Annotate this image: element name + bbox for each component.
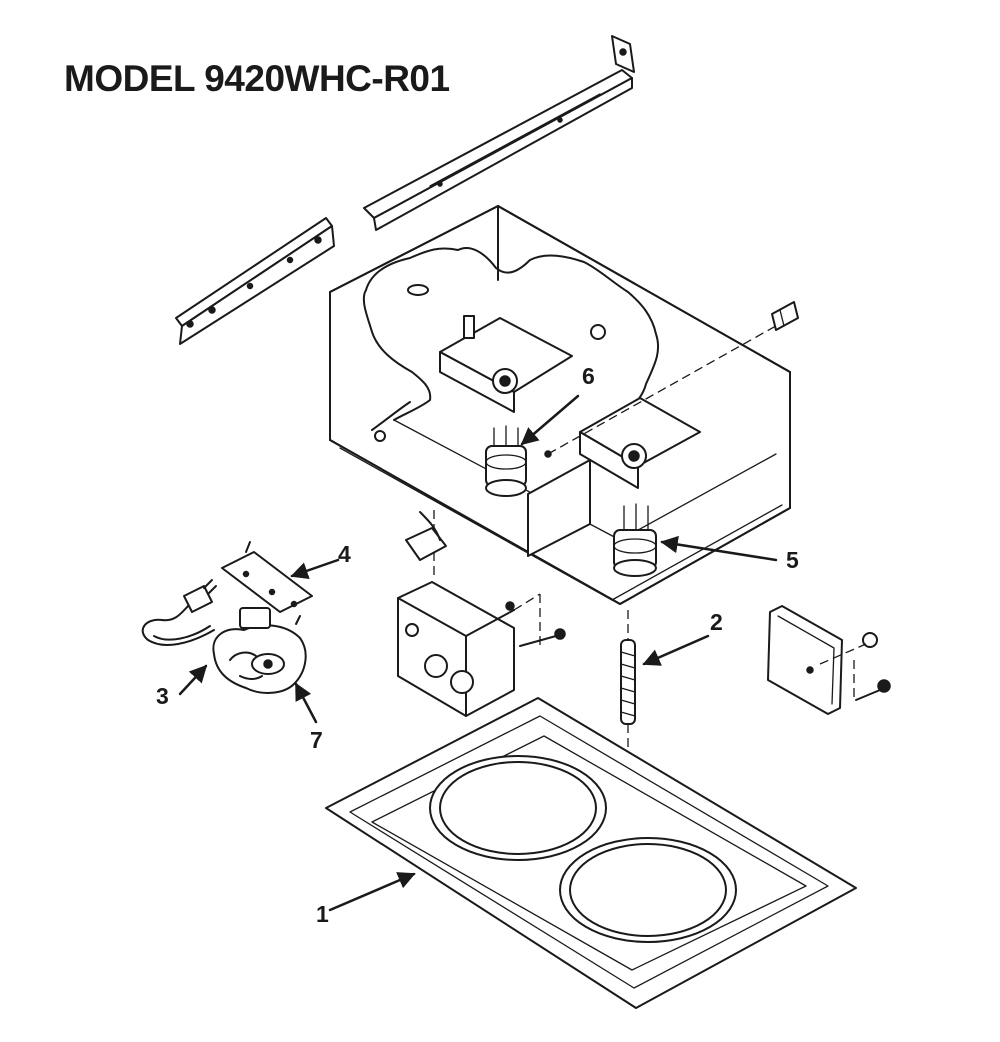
junction-box: [397, 510, 566, 717]
callout-1: 1: [316, 901, 329, 927]
fan-housing: [329, 205, 791, 605]
lamp-socket-5: [613, 503, 657, 577]
callout-2: 2: [710, 609, 723, 635]
page-title: MODEL 9420WHC-R01: [64, 58, 450, 99]
inner-plate: [527, 459, 591, 557]
callout-6: 6: [582, 363, 595, 389]
access-cover-plate: [767, 605, 891, 715]
hardware-clip: [771, 301, 799, 331]
callout-3: 3: [156, 683, 169, 709]
motor-assembly: [141, 541, 313, 694]
callout-5: 5: [786, 547, 799, 573]
lamp-socket-6: [485, 425, 527, 497]
callout-4: 4: [338, 541, 351, 567]
spring-part-2: [620, 610, 636, 752]
callout-arrows: [178, 394, 778, 912]
long-mounting-bracket: [363, 35, 635, 231]
callout-7: 7: [310, 727, 323, 753]
wire-clip: [405, 511, 447, 561]
grille-part-1: [325, 697, 857, 1009]
short-mounting-bracket: [175, 217, 335, 345]
